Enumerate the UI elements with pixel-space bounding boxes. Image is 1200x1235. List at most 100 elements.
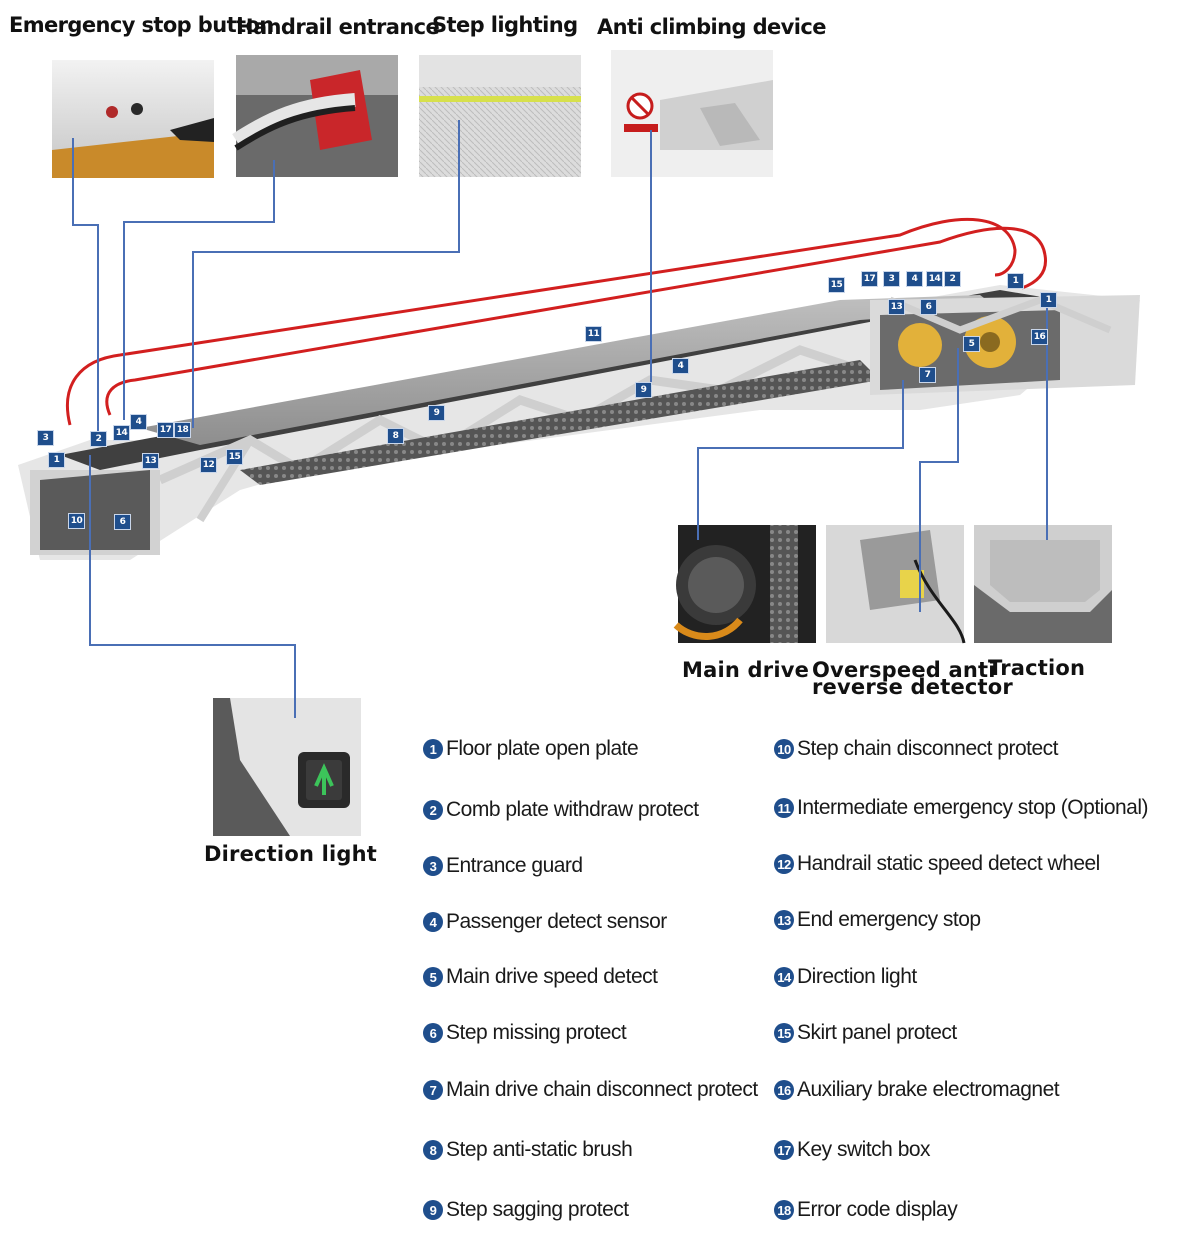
legend-number: 6 [423,1023,443,1043]
legend-number: 9 [423,1200,443,1220]
legend-text: Intermediate emergency stop (Optional) [797,796,1149,819]
legend-item: 7 Main drive chain disconnect protect [423,1078,758,1102]
marker: 4 [130,414,147,430]
legend-item: 14 Direction light [774,965,917,989]
legend-item: 3 Entrance guard [423,854,583,878]
stop-button-icon [106,106,118,118]
marker: 15 [828,277,845,293]
legend-text: Skirt panel protect [797,1021,957,1044]
marker: 4 [672,358,689,374]
label-overspeed-line2: reverse detector [812,675,1013,699]
marker: 6 [920,299,937,315]
marker: 16 [1031,329,1048,345]
label-overspeed-line1: Overspeed anti [812,658,996,682]
legend-number: 12 [774,854,794,874]
marker: 14 [113,425,130,441]
label-handrail-entrance: Handrail entrance [236,15,440,39]
photo-step-lighting [419,55,581,177]
marker: 11 [585,326,602,342]
marker: 13 [142,453,159,469]
legend-text: Error code display [797,1198,958,1221]
legend-item: 18 Error code display [774,1198,958,1222]
marker: 17 [861,271,878,287]
legend-number: 10 [774,739,794,759]
legend-item: 13 End emergency stop [774,908,981,932]
legend-text: Entrance guard [446,854,583,877]
label-emergency-stop-button: Emergency stop button [9,13,274,37]
label-step-lighting: Step lighting [432,13,578,37]
legend-text: Passenger detect sensor [446,910,667,933]
legend-number: 7 [423,1080,443,1100]
legend-number: 3 [423,856,443,876]
legend-item: 5 Main drive speed detect [423,965,658,989]
marker: 10 [68,513,85,529]
legend-number: 13 [774,910,794,930]
legend-number: 18 [774,1200,794,1220]
marker: 15 [226,449,243,465]
legend-number: 5 [423,967,443,987]
legend-item: 17 Key switch box [774,1138,931,1162]
legend-number: 14 [774,967,794,987]
marker: 1 [48,452,65,468]
legend-text: Main drive chain disconnect protect [446,1078,758,1101]
marker: 5 [963,336,980,352]
legend-number: 2 [423,800,443,820]
photo-main-drive [673,525,816,643]
legend-text: Main drive speed detect [446,965,658,988]
legend-item: 10 Step chain disconnect protect [774,737,1059,761]
escalator-truss [18,285,1140,560]
legend-text: Handrail static speed detect wheel [797,852,1100,875]
photo-overspeed [826,525,966,644]
photo-emergency-stop [52,60,214,178]
photo-anti-climbing [611,50,773,177]
handrail-loop [65,217,1048,426]
label-direction-light: Direction light [204,842,378,866]
legend-text: Direction light [797,965,917,988]
marker: 3 [37,430,54,446]
legend-number: 16 [774,1080,794,1100]
legend-item: 8 Step anti-static brush [423,1138,633,1162]
legend-number: 17 [774,1140,794,1160]
marker: 14 [926,271,943,287]
marker: 1 [1040,292,1057,308]
step-light-strip [419,96,581,102]
legend-text: Step chain disconnect protect [797,737,1059,760]
label-anti-climbing-device: Anti climbing device [597,15,826,39]
arrow-up-icon [314,763,334,795]
marker: 7 [919,367,936,383]
legend-number: 8 [423,1140,443,1160]
legend-item: 11 Intermediate emergency stop (Optional… [774,796,1149,820]
legend-item: 1 Floor plate open plate [423,737,639,761]
marker: 12 [200,457,217,473]
legend-text: Step anti-static brush [446,1138,633,1161]
marker: 13 [888,299,905,315]
marker: 8 [387,428,404,444]
legend-text: Key switch box [797,1138,931,1161]
legend-item: 16 Auxiliary brake electromagnet [774,1078,1060,1102]
legend-item: 9 Step sagging protect [423,1198,629,1222]
legend-text: End emergency stop [797,908,981,931]
legend-item: 4 Passenger detect sensor [423,910,667,934]
photo-handrail-entrance [232,55,398,177]
marker: 9 [428,405,445,421]
photo-traction [974,525,1112,643]
legend-number: 1 [423,739,443,759]
leader-lines [72,120,1048,718]
label-main-drive: Main drive [682,658,810,682]
legend-text: Step missing protect [446,1021,627,1044]
photo-direction-light [213,698,361,836]
marker: 2 [944,271,961,287]
legend-item: 12 Handrail static speed detect wheel [774,852,1100,876]
legend-number: 11 [774,798,794,818]
marker: 17 [157,422,174,438]
marker: 2 [90,431,107,447]
label-traction: Traction [988,656,1086,680]
marker: 6 [114,514,131,530]
legend-number: 15 [774,1023,794,1043]
legend-text: Comb plate withdraw protect [446,798,699,821]
legend-text: Step sagging protect [446,1198,629,1221]
legend-text: Auxiliary brake electromagnet [797,1078,1060,1101]
legend-item: 15 Skirt panel protect [774,1021,957,1045]
